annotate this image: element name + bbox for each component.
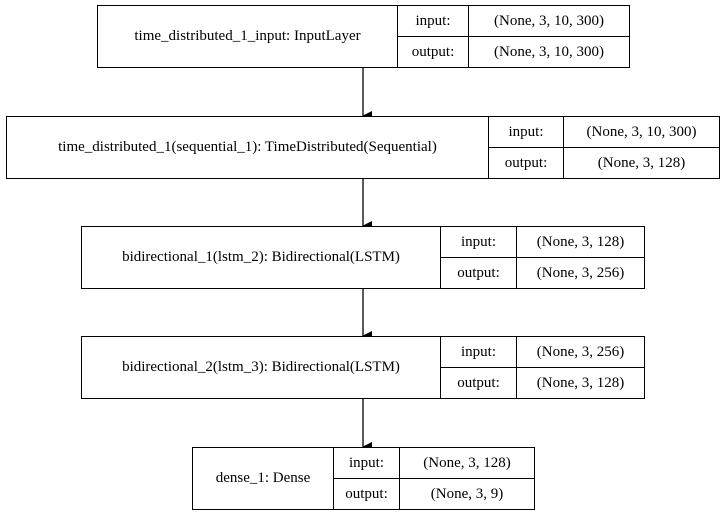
layer-node-bidirectional-1: bidirectional_1(lstm_2): Bidirectional(L… bbox=[81, 226, 645, 289]
output-label: output: bbox=[489, 147, 563, 178]
input-label: input: bbox=[348, 454, 384, 471]
output-shape: (None, 3, 128) bbox=[517, 367, 644, 398]
layer-node-bidirectional-2: bidirectional_2(lstm_3): Bidirectional(L… bbox=[81, 336, 645, 399]
output-label: output: bbox=[334, 478, 399, 509]
io-labels: input: output: bbox=[334, 448, 400, 509]
io-labels: input: output: bbox=[441, 227, 517, 288]
io-shapes: (None, 3, 10, 300) (None, 3, 128) bbox=[564, 117, 719, 178]
output-shape: (None, 3, 256) bbox=[517, 257, 644, 288]
io-shapes: (None, 3, 128) (None, 3, 256) bbox=[517, 227, 644, 288]
layer-name: bidirectional_1(lstm_2): Bidirectional(L… bbox=[82, 227, 441, 288]
output-label: output: bbox=[398, 36, 468, 67]
output-label: output: bbox=[441, 367, 516, 398]
layer-node-time-distributed: time_distributed_1(sequential_1): TimeDi… bbox=[6, 116, 720, 179]
output-shape: (None, 3, 128) bbox=[564, 147, 719, 178]
input-shape: (None, 3, 10, 300) bbox=[494, 12, 604, 29]
input-label: input: bbox=[415, 12, 451, 29]
layer-name: time_distributed_1(sequential_1): TimeDi… bbox=[7, 117, 489, 178]
input-shape: (None, 3, 256) bbox=[536, 343, 625, 360]
layer-name: time_distributed_1_input: InputLayer bbox=[98, 6, 398, 67]
io-labels: input: output: bbox=[441, 337, 517, 398]
input-shape: (None, 3, 10, 300) bbox=[586, 123, 697, 140]
io-shapes: (None, 3, 128) (None, 3, 9) bbox=[400, 448, 534, 509]
input-label: input: bbox=[460, 233, 496, 250]
input-label: input: bbox=[460, 343, 496, 360]
output-label: output: bbox=[441, 257, 516, 288]
io-labels: input: output: bbox=[398, 6, 469, 67]
input-shape: (None, 3, 128) bbox=[423, 454, 511, 471]
io-shapes: (None, 3, 256) (None, 3, 128) bbox=[517, 337, 644, 398]
layer-name: dense_1: Dense bbox=[193, 448, 334, 509]
io-shapes: (None, 3, 10, 300) (None, 3, 10, 300) bbox=[469, 6, 629, 67]
layer-name: bidirectional_2(lstm_3): Bidirectional(L… bbox=[82, 337, 441, 398]
io-labels: input: output: bbox=[489, 117, 564, 178]
output-shape: (None, 3, 9) bbox=[400, 478, 534, 509]
layer-node-input: time_distributed_1_input: InputLayer inp… bbox=[97, 5, 630, 68]
input-label: input: bbox=[508, 123, 544, 140]
output-shape: (None, 3, 10, 300) bbox=[469, 36, 629, 67]
input-shape: (None, 3, 128) bbox=[536, 233, 625, 250]
layer-node-dense: dense_1: Dense input: output: (None, 3, … bbox=[192, 447, 535, 510]
